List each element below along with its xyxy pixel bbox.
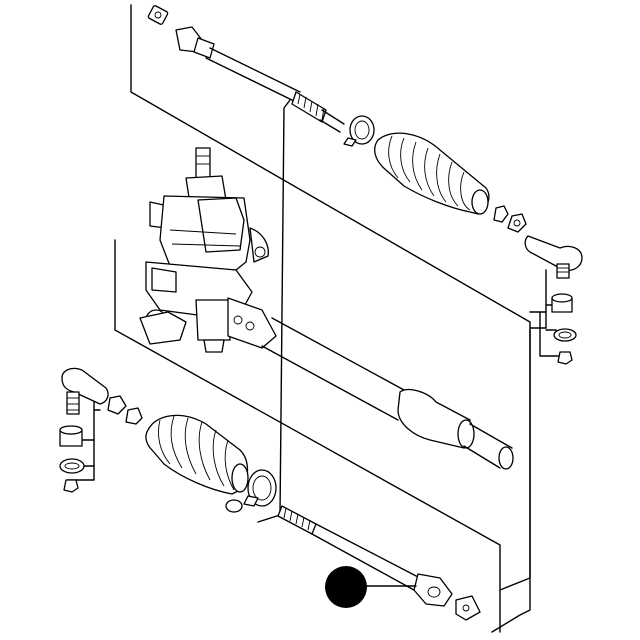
boot-clamp-upper	[343, 115, 375, 147]
steering-gear-housing	[139, 147, 277, 353]
callout-1	[325, 566, 417, 608]
upper-frame	[130, 4, 531, 591]
bellows-boot-lower	[145, 414, 249, 513]
hardware-stack-left	[59, 425, 85, 493]
hardware-stack-right	[551, 293, 577, 365]
bellows-boot-upper	[374, 132, 490, 215]
lock-nut-left	[107, 395, 143, 425]
boot-clamp-lower	[243, 469, 277, 507]
lock-nut-upper	[493, 205, 527, 233]
leader-lines	[67, 99, 559, 633]
lower-frame	[114, 239, 501, 633]
tie-rod-upper	[147, 5, 345, 133]
callout-marker	[325, 566, 367, 608]
tie-rod-end-left	[61, 367, 109, 415]
tie-rod-lower	[277, 505, 481, 621]
tie-rod-end-upper	[524, 235, 583, 279]
rack-tube	[261, 317, 514, 470]
